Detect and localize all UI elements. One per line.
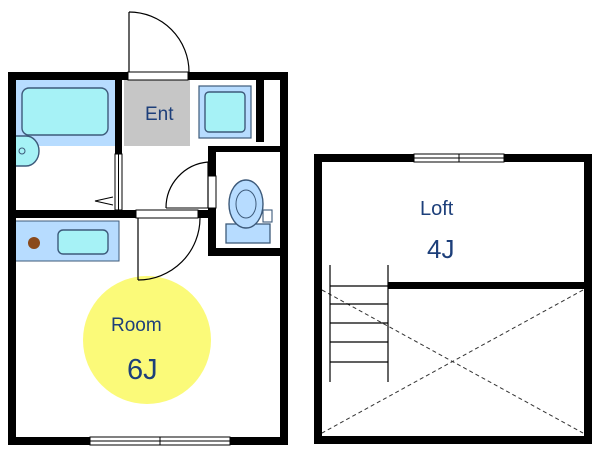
loft-void-cross bbox=[321, 289, 584, 434]
loft-unit: Loft 4J bbox=[314, 153, 592, 444]
bathroom-door bbox=[94, 153, 123, 211]
kitchen-counter-icon bbox=[14, 220, 120, 262]
room-door bbox=[135, 209, 201, 281]
room-size-label: 6J bbox=[127, 354, 158, 386]
outer-walls bbox=[8, 72, 288, 445]
stove-burner-icon bbox=[28, 237, 40, 249]
room-label: Room bbox=[111, 315, 162, 336]
main-unit: Ent Room 6J bbox=[8, 11, 288, 446]
loft-window bbox=[413, 153, 505, 163]
bathtub-icon bbox=[21, 87, 109, 136]
toilet-door bbox=[165, 161, 217, 209]
loft-label: Loft bbox=[420, 198, 454, 220]
entrance-label: Ent bbox=[145, 104, 174, 125]
interior-walls bbox=[8, 80, 280, 256]
ladder-icon bbox=[329, 265, 389, 382]
basin-icon bbox=[14, 135, 40, 167]
toilet-icon bbox=[225, 179, 273, 244]
washing-machine-icon bbox=[198, 85, 252, 139]
loft-size-label: 4J bbox=[427, 234, 454, 264]
entrance-floor bbox=[124, 80, 190, 146]
front-door bbox=[127, 11, 190, 81]
room-highlight bbox=[83, 276, 211, 404]
window-bottom bbox=[89, 436, 231, 446]
loft-walls bbox=[314, 154, 592, 444]
